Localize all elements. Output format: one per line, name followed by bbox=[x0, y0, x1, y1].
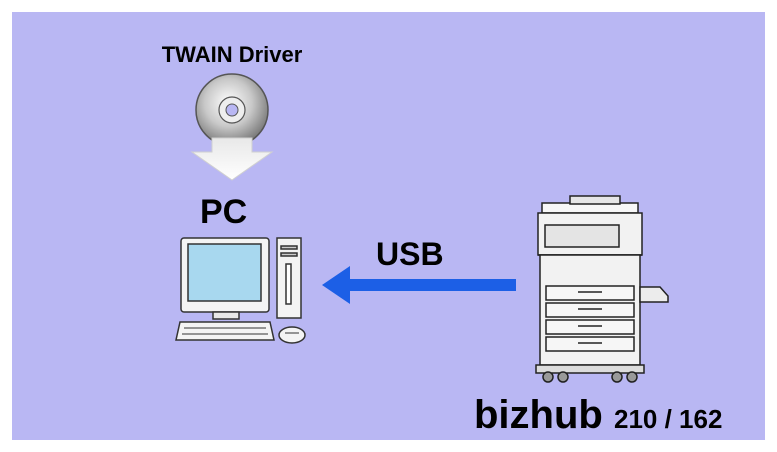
pc-label: PC bbox=[200, 193, 248, 231]
usb-arrow-icon bbox=[322, 266, 516, 304]
twain-driver-label: TWAIN Driver bbox=[161, 42, 303, 67]
device-model-label: bizhub 210 / 162 bbox=[474, 395, 722, 439]
brand-name: bizhub bbox=[474, 393, 603, 437]
cd-disc-icon bbox=[195, 73, 269, 147]
copier-icon bbox=[535, 195, 669, 383]
usb-label: USB bbox=[376, 236, 444, 272]
desktop-pc-icon bbox=[175, 237, 306, 344]
down-arrow-icon bbox=[190, 137, 274, 181]
model-number: 210 / 162 bbox=[613, 404, 723, 434]
